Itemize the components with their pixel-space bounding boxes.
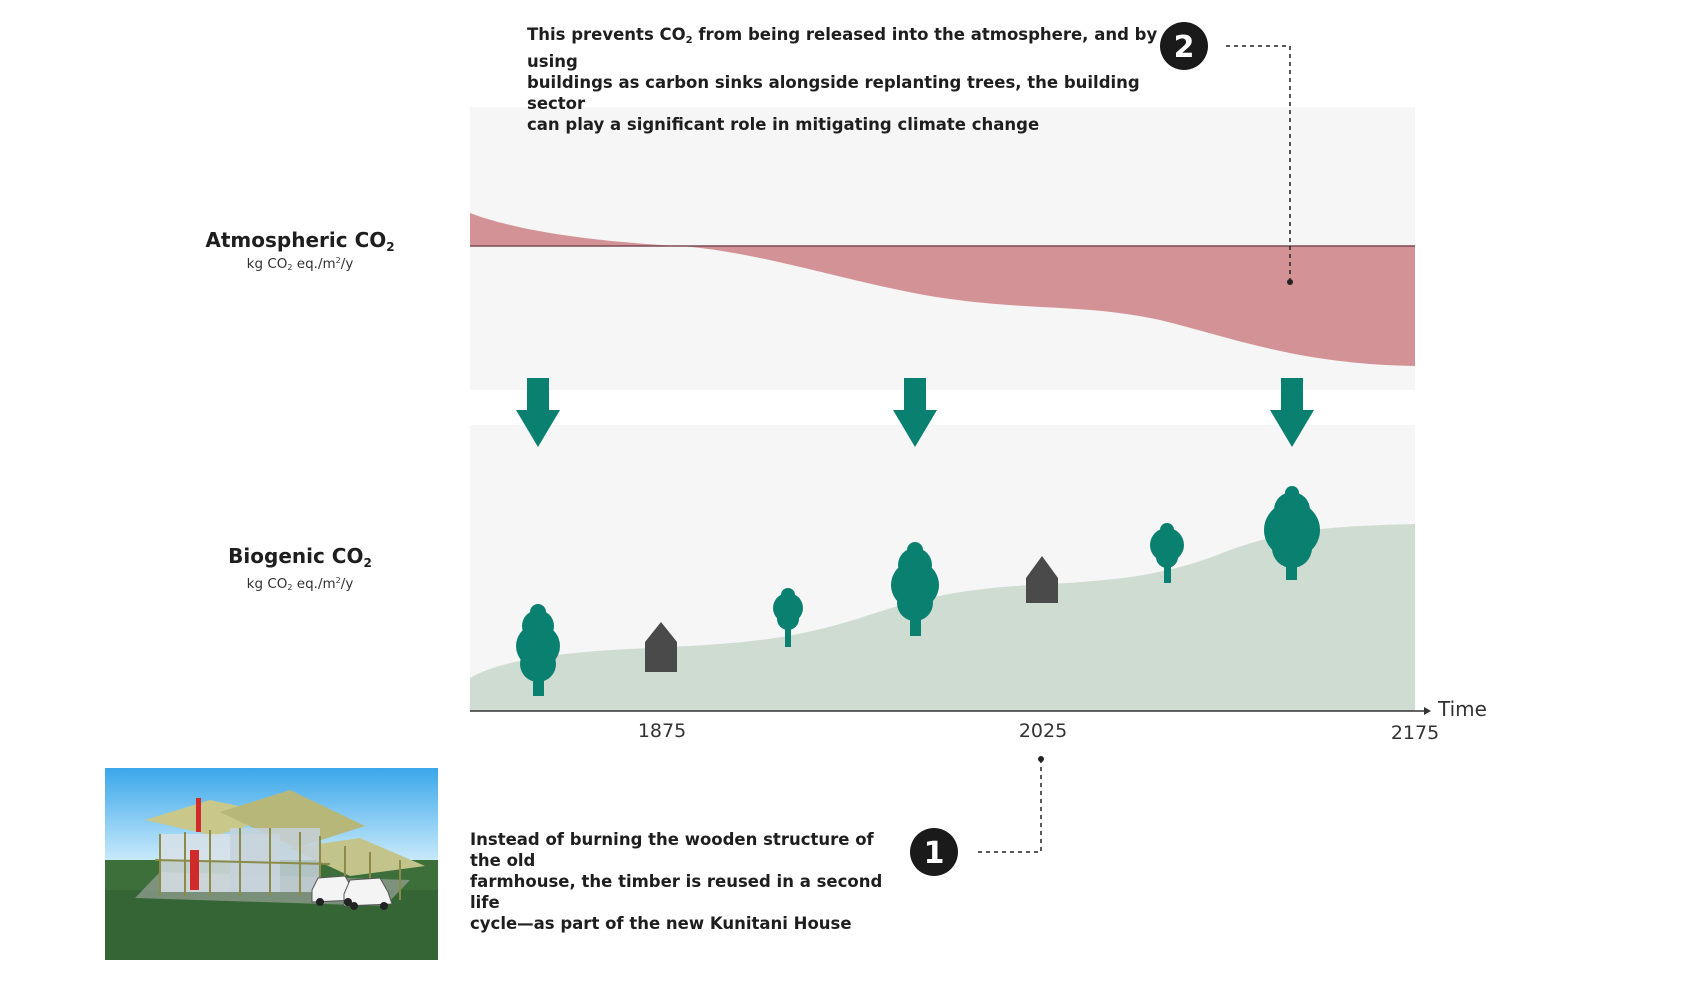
note-bottom: Instead of burning the wooden structure … [470,829,910,934]
tree-icon [1150,523,1184,583]
down-arrow-icon [516,378,560,447]
house-icon [645,622,677,672]
number-badge-icon [1160,22,1208,70]
biogenic-unit: kg CO2 eq./m2/y [246,576,354,592]
atmospheric-area [470,213,1415,366]
connector-2-dashed [1226,45,1291,282]
biogenic-area [470,524,1415,711]
time-axis-label: Time [1438,697,1487,721]
atmospheric-title: Atmospheric CO2 [205,228,395,254]
time-tick-2025: 2025 [1018,720,1068,742]
note-bottom-line-2: farmhouse, the timber is reused in a sec… [470,872,883,912]
down-arrow-icon [893,378,937,447]
marker-2-label: 2 [1173,30,1195,65]
note-bottom-line-3: cycle—as part of the new Kunitani House [470,914,852,933]
down-arrow-icon [1270,378,1314,447]
building-render-illustration [105,768,438,960]
note-top-line-1: This prevents CO2 from being released in… [527,25,1158,71]
tree-icon [516,604,560,696]
tree-icon [891,542,939,636]
tree-icon [773,588,803,647]
time-tick-2175: 2175 [1390,722,1440,744]
connector-1-dot [1038,756,1044,762]
tree-icon [1264,486,1320,580]
note-top-line-2: buildings as carbon sinks alongside repl… [527,73,1140,113]
time-axis-arrowhead [1424,707,1431,715]
atmospheric-unit: kg CO2 eq./m2/y [246,256,354,272]
connector-1-dashed [976,759,1042,853]
house-icon [1026,556,1058,603]
biogenic-title: Biogenic CO2 [228,544,372,570]
note-bottom-line-1: Instead of burning the wooden structure … [470,830,874,870]
note-top: This prevents CO2 from being released in… [527,24,1167,135]
time-tick-1875: 1875 [637,720,687,742]
marker-1-label: 1 [923,836,945,871]
connector-2-dot [1287,279,1293,285]
number-badge-icon [910,828,958,876]
note-top-line-3: can play a significant role in mitigatin… [527,115,1040,134]
